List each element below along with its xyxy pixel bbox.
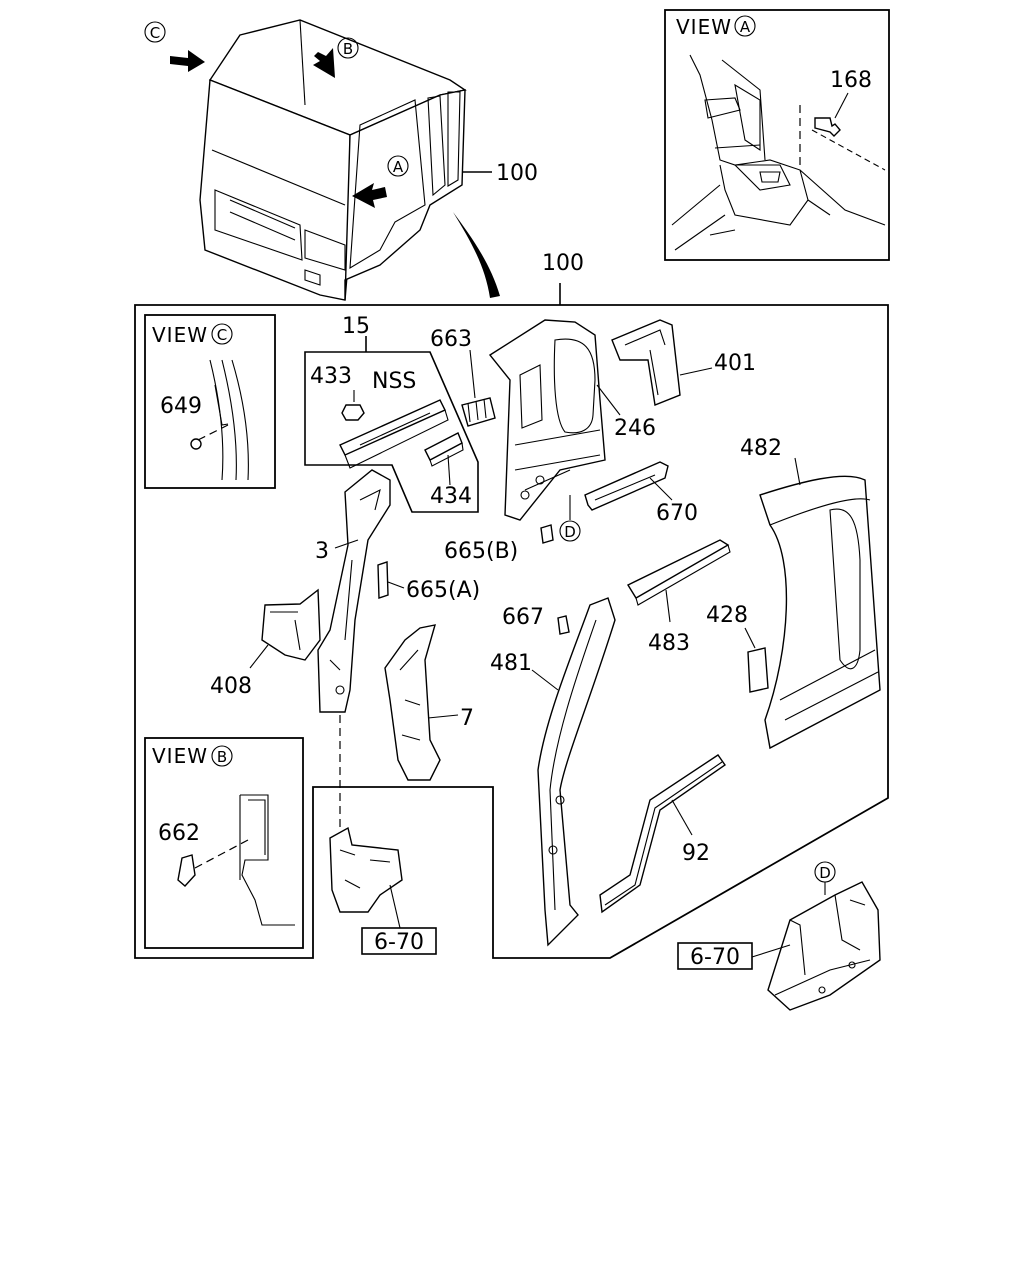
ref-6-70-right: 6-70 bbox=[690, 945, 740, 970]
callout-92: 92 bbox=[682, 841, 710, 866]
marker-d-bottom: D bbox=[819, 864, 831, 882]
callout-246: 246 bbox=[614, 416, 656, 441]
view-c-panel: VIEW C 649 bbox=[144, 314, 276, 489]
callout-cab-100: 100 bbox=[496, 161, 538, 186]
part-6-70-left bbox=[329, 826, 403, 913]
callout-482: 482 bbox=[740, 436, 782, 461]
svg-text:VIEW: VIEW bbox=[152, 744, 208, 768]
callout-168: 168 bbox=[830, 68, 872, 93]
callout-15: 15 bbox=[342, 314, 370, 339]
arrow-c bbox=[170, 50, 205, 72]
part-7 bbox=[384, 624, 441, 781]
svg-text:B: B bbox=[343, 40, 353, 58]
part-481 bbox=[537, 597, 616, 947]
callout-483: 483 bbox=[648, 631, 690, 656]
callout-662: 662 bbox=[158, 821, 200, 846]
svg-text:VIEW: VIEW bbox=[676, 15, 732, 39]
part-408 bbox=[261, 588, 321, 661]
main-frame bbox=[134, 304, 889, 959]
svg-text:C: C bbox=[150, 24, 160, 42]
callout-main-100: 100 bbox=[542, 251, 584, 276]
callout-3: 3 bbox=[315, 539, 329, 564]
arrow-a bbox=[352, 183, 387, 208]
callout-663: 663 bbox=[430, 327, 472, 352]
svg-text:B: B bbox=[217, 748, 227, 766]
callout-433: 433 bbox=[310, 364, 352, 389]
callout-434: 434 bbox=[430, 484, 472, 509]
svg-text:A: A bbox=[393, 158, 404, 176]
part-482 bbox=[759, 475, 881, 750]
part-6-70-right bbox=[767, 881, 881, 1011]
part-246 bbox=[488, 319, 606, 521]
callout-667: 667 bbox=[502, 605, 544, 630]
marker-b: B bbox=[337, 37, 359, 59]
svg-text:A: A bbox=[740, 18, 751, 36]
marker-c: C bbox=[144, 21, 166, 43]
part-3 bbox=[317, 469, 391, 713]
callout-649: 649 bbox=[160, 394, 202, 419]
callout-481: 481 bbox=[490, 651, 532, 676]
callout-7: 7 bbox=[460, 706, 474, 731]
svg-text:VIEW: VIEW bbox=[152, 323, 208, 347]
view-b-panel: VIEW B 662 bbox=[144, 737, 304, 949]
cab-overview bbox=[170, 19, 500, 301]
view-a-panel: VIEW A 168 bbox=[664, 9, 890, 261]
ref-6-70-left: 6-70 bbox=[374, 930, 424, 955]
callout-408: 408 bbox=[210, 674, 252, 699]
callout-nss: NSS bbox=[372, 369, 416, 394]
arrow-b bbox=[313, 48, 335, 78]
callout-428: 428 bbox=[706, 603, 748, 628]
marker-a: A bbox=[387, 155, 409, 177]
callout-670: 670 bbox=[656, 501, 698, 526]
marker-d: D bbox=[564, 523, 576, 541]
callout-665a: 665(A) bbox=[406, 578, 480, 603]
callout-401: 401 bbox=[714, 351, 756, 376]
callout-665b: 665(B) bbox=[444, 539, 518, 564]
pointer-arrow bbox=[453, 212, 500, 298]
svg-text:C: C bbox=[217, 326, 227, 344]
